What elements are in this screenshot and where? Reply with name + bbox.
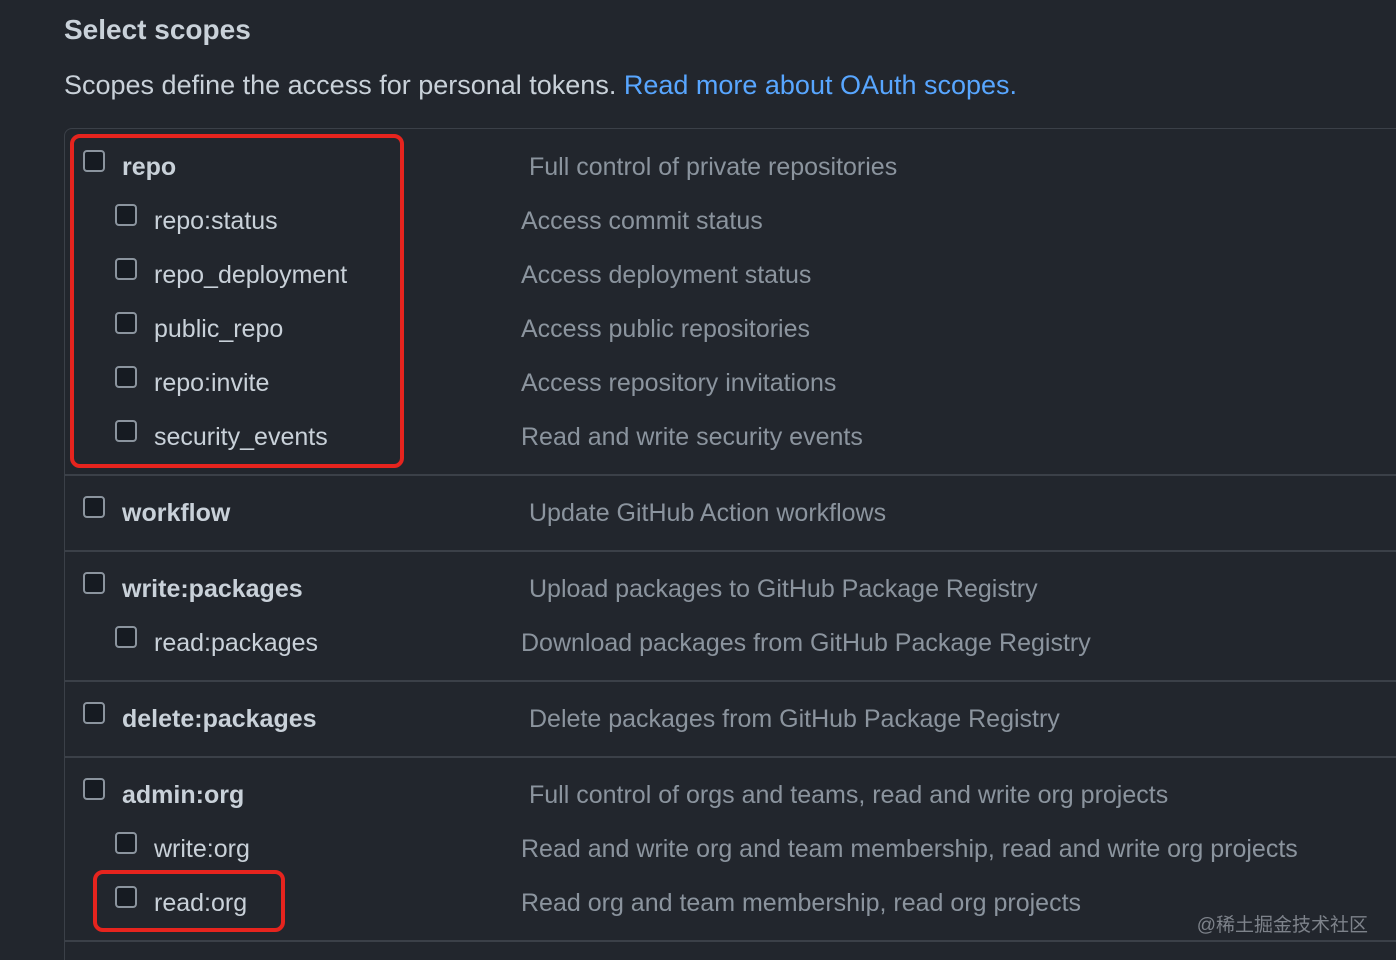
- scope-name: repo:invite: [154, 369, 270, 397]
- group-divider: [65, 756, 1396, 758]
- scope-name: repo: [122, 153, 177, 181]
- oauth-scopes-link[interactable]: Read more about OAuth scopes.: [623, 70, 1018, 100]
- scope-row-security-events[interactable]: security_events Read and write security …: [0, 416, 1396, 456]
- scope-row-read-packages[interactable]: read:packages Download packages from Git…: [0, 622, 1396, 662]
- scope-name: admin:org: [122, 781, 245, 809]
- scope-description: Delete packages from GitHub Package Regi…: [529, 705, 1060, 733]
- write-org-checkbox[interactable]: [115, 832, 137, 854]
- scope-description: Full control of orgs and teams, read and…: [529, 781, 1169, 809]
- scope-name: workflow: [122, 499, 231, 527]
- scope-name: repo_deployment: [154, 261, 348, 289]
- description-text: Scopes define the access for personal to…: [64, 70, 624, 100]
- scope-description: Read and write org and team membership, …: [521, 835, 1298, 863]
- scope-row-repo-status[interactable]: repo:status Access commit status: [0, 200, 1396, 240]
- group-divider: [65, 474, 1396, 476]
- scope-name: public_repo: [154, 315, 284, 343]
- scope-row-read-org[interactable]: read:org Read org and team membership, r…: [0, 882, 1396, 922]
- security-events-checkbox[interactable]: [115, 420, 137, 442]
- scope-name: delete:packages: [122, 705, 317, 733]
- scope-name: read:org: [154, 889, 248, 917]
- scope-row-workflow[interactable]: workflow Update GitHub Action workflows: [0, 492, 1396, 532]
- scope-description: Access commit status: [521, 207, 763, 235]
- scope-description: Access deployment status: [521, 261, 812, 289]
- write-packages-checkbox[interactable]: [83, 572, 105, 594]
- scope-description: Read and write security events: [521, 423, 863, 451]
- scopes-list: [64, 128, 1396, 960]
- scope-name: repo:status: [154, 207, 278, 235]
- scope-description: Full control of private repositories: [529, 153, 898, 181]
- scope-row-repo-deployment[interactable]: repo_deployment Access deployment status: [0, 254, 1396, 294]
- repo-invite-checkbox[interactable]: [115, 366, 137, 388]
- scope-row-write-org[interactable]: write:org Read and write org and team me…: [0, 828, 1396, 868]
- admin-org-checkbox[interactable]: [83, 778, 105, 800]
- scope-description: Update GitHub Action workflows: [529, 499, 887, 527]
- scope-row-public-repo[interactable]: public_repo Access public repositories: [0, 308, 1396, 348]
- scope-row-repo[interactable]: repo Full control of private repositorie…: [0, 146, 1396, 186]
- scope-row-delete-packages[interactable]: delete:packages Delete packages from Git…: [0, 698, 1396, 738]
- workflow-checkbox[interactable]: [83, 496, 105, 518]
- watermark: @稀土掘金技术社区: [1196, 915, 1368, 936]
- group-divider: [65, 550, 1396, 552]
- scope-name: write:packages: [122, 575, 303, 603]
- public-repo-checkbox[interactable]: [115, 312, 137, 334]
- repo-checkbox[interactable]: [83, 150, 105, 172]
- scope-row-write-packages[interactable]: write:packages Upload packages to GitHub…: [0, 568, 1396, 608]
- read-packages-checkbox[interactable]: [115, 626, 137, 648]
- scope-description: Access repository invitations: [521, 369, 837, 397]
- section-description: Scopes define the access for personal to…: [64, 70, 1017, 101]
- scope-name: write:org: [154, 835, 250, 863]
- delete-packages-checkbox[interactable]: [83, 702, 105, 724]
- scope-description: Download packages from GitHub Package Re…: [521, 629, 1091, 657]
- group-divider: [65, 940, 1396, 942]
- scope-description: Access public repositories: [521, 315, 811, 343]
- scope-row-admin-org[interactable]: admin:org Full control of orgs and teams…: [0, 774, 1396, 814]
- scope-description: Read org and team membership, read org p…: [521, 889, 1082, 917]
- repo-status-checkbox[interactable]: [115, 204, 137, 226]
- scope-row-repo-invite[interactable]: repo:invite Access repository invitation…: [0, 362, 1396, 402]
- scope-description: Upload packages to GitHub Package Regist…: [529, 575, 1038, 603]
- read-org-checkbox[interactable]: [115, 886, 137, 908]
- scope-name: read:packages: [154, 629, 319, 657]
- section-title: Select scopes: [64, 14, 251, 45]
- scope-name: security_events: [154, 423, 328, 451]
- group-divider: [65, 680, 1396, 682]
- repo-deployment-checkbox[interactable]: [115, 258, 137, 280]
